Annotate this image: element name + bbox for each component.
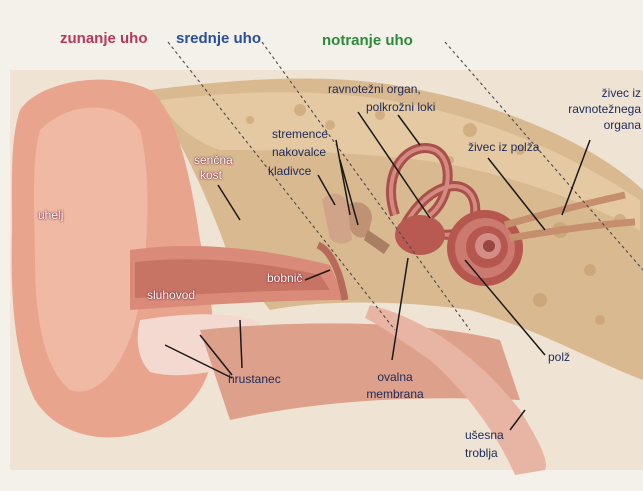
- label-sencna-kost-line1: senčna: [194, 153, 233, 168]
- label-nakovalce: nakovalce: [272, 145, 326, 160]
- label-zivec-ravnotezja-line1: živec iz: [602, 86, 641, 101]
- label-zivec-iz-polza: živec iz polža: [468, 140, 539, 155]
- label-stremence: stremence: [272, 127, 328, 142]
- label-ovalna-membrana-line1: ovalna: [365, 370, 425, 385]
- label-ravnotezni-organ-line1: ravnotežni organ,: [328, 82, 421, 97]
- inner-ear-header: notranje uho: [322, 32, 413, 50]
- label-ravnotezni-organ-line2: polkrožni loki: [366, 100, 435, 115]
- label-polz: polž: [548, 350, 570, 365]
- middle-ear-header: srednje uho: [176, 30, 261, 48]
- label-usesna-troblja-line2: troblja: [465, 446, 498, 461]
- label-kladivce: kladivce: [268, 164, 311, 179]
- label-hrustanec: hrustanec: [228, 372, 281, 387]
- label-ovalna-membrana-line2: membrana: [358, 387, 432, 402]
- label-sluhovod: sluhovod: [147, 288, 195, 303]
- label-uhelj: uhelj: [38, 208, 63, 223]
- label-sencna-kost-line2: kost: [200, 168, 222, 183]
- outer-ear-header: zunanje uho: [60, 30, 148, 48]
- label-usesna-troblja-line1: ušesna: [465, 428, 504, 443]
- label-zivec-ravnotezja-line3: organa: [604, 118, 641, 133]
- label-zivec-ravnotezja-line2: ravnotežnega: [568, 102, 641, 117]
- label-bobnic: bobnič: [267, 271, 302, 286]
- vestibule: [395, 215, 445, 255]
